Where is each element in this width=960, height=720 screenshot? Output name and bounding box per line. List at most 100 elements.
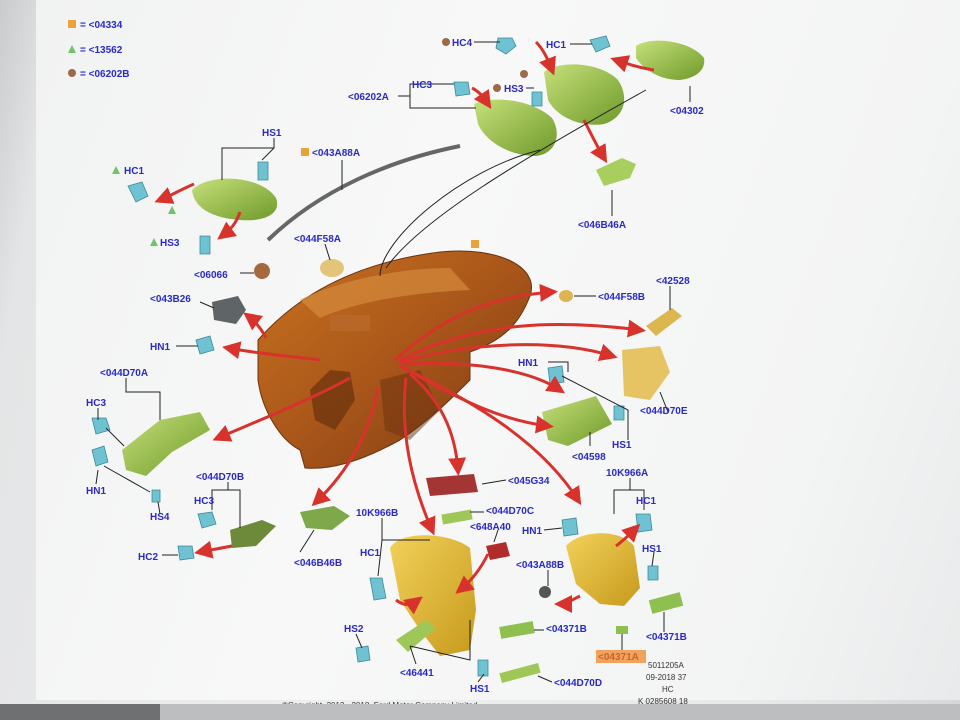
label-648a40: <648A40 [470,522,511,533]
legend-item-04334: = <04334 [80,20,123,31]
label-hn1-br: HN1 [522,526,542,537]
label-046b46b: <046B46B [294,558,342,569]
label-04371b-left: <04371B [546,624,587,635]
ref-code-3: HC [662,685,674,694]
clip-hc4-top [495,37,517,55]
label-10k966a: 10K966A [606,468,648,479]
label-04598: <04598 [572,452,606,463]
clip-hc1-bottom [369,577,387,601]
part-04371b-left [499,621,535,639]
label-hc1-br: HC1 [636,496,656,507]
part-044f58a [320,259,344,277]
legend-triangle-icon [68,45,76,53]
label-hc4-top: HC4 [452,38,472,49]
part-046b46b [300,506,350,530]
part-044d70e [622,346,670,400]
label-044d70a: <044D70A [100,368,148,379]
label-06066: <06066 [194,270,228,281]
clip-hn1-br [561,517,579,537]
clip-hs3-left [199,235,211,255]
part-06202b-panel [544,64,625,125]
label-hs4: HS4 [150,512,170,523]
label-06202a: <06202A [348,92,389,103]
part-left-vent [192,178,278,221]
legend-item-13562: = <13562 [80,45,123,56]
circle-marker-hc4 [442,38,450,46]
explode-arrows [154,40,655,615]
label-42528: <42528 [656,276,690,287]
label-044d70b: <044D70B [196,472,244,483]
part-04598 [542,396,612,446]
ref-code-1: 5011205A [648,661,685,670]
label-043a88a: <043A88A [312,148,360,159]
label-044d70e: <044D70E [640,406,688,417]
label-04371a: <04371A [598,652,639,663]
clip-hs1-br [647,565,659,581]
label-hc3-top: HC3 [412,80,432,91]
part-46441 [396,620,436,652]
part-10k966b [390,535,476,656]
part-043a88a [266,144,461,242]
part-044d70a [122,412,210,476]
label-10k966b: 10K966B [356,508,398,519]
part-044d70d [499,662,541,684]
clip-hn1-left [195,335,215,355]
square-marker-043a88a [301,148,309,156]
clip-hc3-top [453,81,471,97]
label-hs3-top: HS3 [504,84,524,95]
label-hc2: HC2 [138,552,158,563]
part-044f58b [559,290,573,302]
label-045g34: <045G34 [508,476,550,487]
legend-square-icon [68,20,76,28]
ref-code-2: 09-2018 37 [646,673,687,682]
label-04302: <04302 [670,106,704,117]
part-labels: HC4 HC1 HC3 HS3 <06202A <04302 <046B46A … [86,38,704,695]
label-hs1-left: HS1 [262,128,282,139]
legend: = <04334 = <13562 = <06202B [68,20,130,80]
circle-marker-hs3 [493,84,501,92]
label-hs1-right: HS1 [612,440,632,451]
part-42528 [646,308,682,336]
triangle-marker-hs3 [150,238,158,246]
label-hs1-bottom: HS1 [470,684,490,695]
label-044d70d: <044D70D [554,678,602,689]
label-043a88b: <043A88B [516,560,564,571]
leader-lines [95,41,691,683]
circle-marker-06202b [520,70,528,78]
part-043a88b [539,586,551,598]
part-044d70b [230,520,276,548]
clips [91,35,659,677]
label-044f58b: <044F58B [598,292,645,303]
part-square-marker [471,240,479,248]
label-hn1-left2: HN1 [86,486,106,497]
clip-hc1-left [127,181,149,203]
label-hc1-bottom: HC1 [360,548,380,559]
label-46441: <46441 [400,668,434,679]
legend-circle-icon [68,69,76,77]
clip-hc1-br [635,513,653,533]
label-hs2: HS2 [344,624,364,635]
part-648a40 [486,542,510,560]
label-046b46a: <046B46A [578,220,626,231]
part-06202a [474,99,557,156]
clip-hc3-left [91,417,111,435]
label-hc3-mid: HC3 [194,496,214,507]
label-hn1-right: HN1 [518,358,538,369]
part-046b46a [596,158,636,186]
clip-hs1-left [257,161,269,181]
clip-hs4 [151,489,161,503]
clip-hs1-right [613,405,625,421]
clip-hc3-mid [197,511,217,529]
clip-hs3-top [531,91,543,107]
part-06066 [254,263,270,279]
part-04302 [636,40,705,80]
label-044d70c: <044D70C [486,506,534,517]
monitor-bezel-bottom [0,704,960,720]
clip-hn1-right [547,365,565,385]
label-hs3-left: HS3 [160,238,180,249]
clip-hn1-left2 [91,445,109,467]
part-045g34 [426,474,478,496]
part-04371b-right [648,592,684,614]
label-hc3-left: HC3 [86,398,106,409]
clip-hs1-bottom [477,659,489,677]
